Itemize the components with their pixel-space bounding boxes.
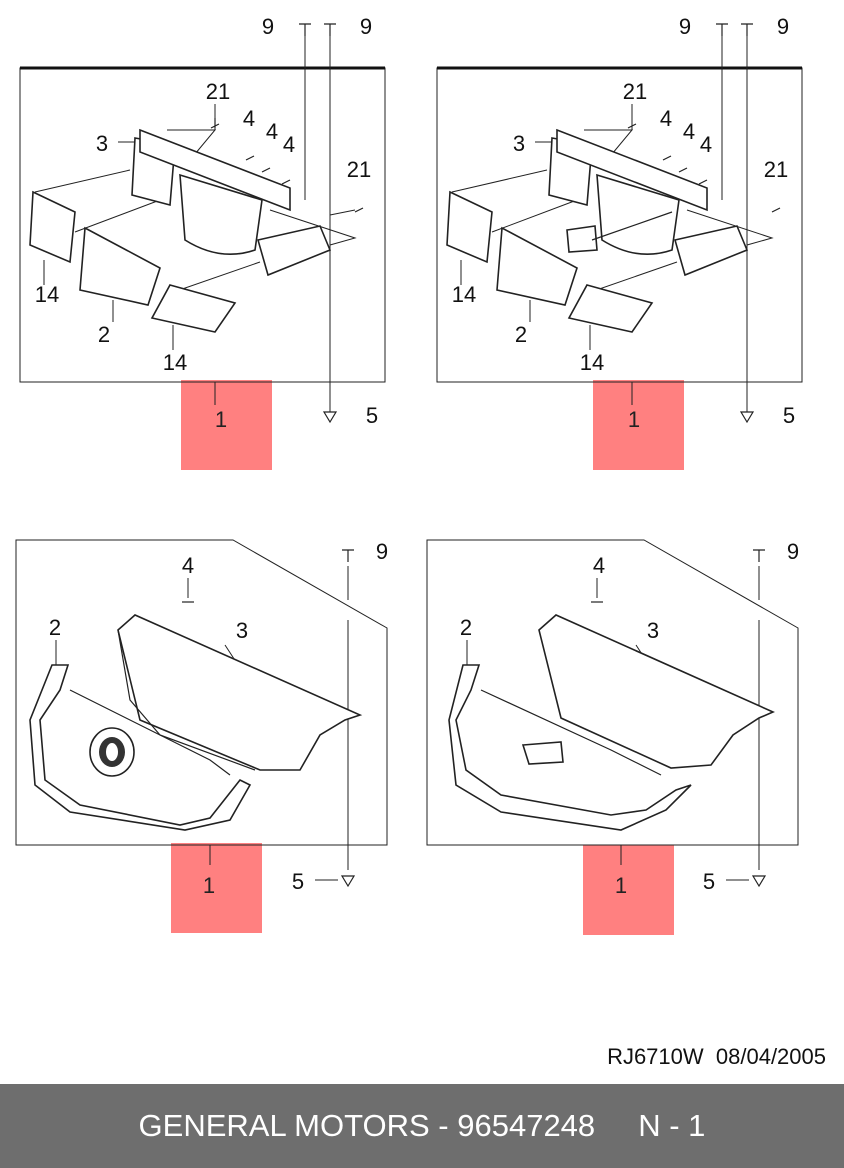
callout-p1-5: 4 — [283, 132, 295, 157]
footer-separator: - — [438, 1108, 449, 1143]
highlight-label-p1: 1 — [215, 407, 227, 432]
callout-p1-7: 21 — [347, 157, 371, 182]
callout-p4-3: 3 — [647, 618, 659, 643]
callout-p2-10: 14 — [580, 350, 604, 375]
callout-p4-0: 9 — [787, 539, 799, 564]
callout-p2-0: 9 — [679, 14, 691, 39]
callout-p1-9: 2 — [98, 322, 110, 347]
drawing-date: 08/04/2005 — [715, 1044, 826, 1069]
highlight-box — [171, 843, 262, 933]
highlight-box — [181, 380, 272, 470]
callout-p1-8: 14 — [35, 282, 59, 307]
highlight-label-p2: 1 — [628, 407, 640, 432]
callout-p2-3: 4 — [660, 106, 672, 131]
callout-p1-0: 9 — [262, 14, 274, 39]
callout-p1-3: 4 — [243, 106, 255, 131]
callout-p1-2: 21 — [206, 79, 230, 104]
drawing-code-and-date: RJ6710W 08/04/2005 — [607, 1044, 826, 1070]
panel-frame — [15, 539, 388, 846]
callout-p3-1: 4 — [182, 553, 194, 578]
panel-1 — [19, 23, 386, 470]
footer-ref: N - 1 — [638, 1108, 706, 1143]
callout-p1-4: 4 — [266, 119, 278, 144]
panel-3 — [15, 539, 388, 933]
highlight-label-p3: 1 — [203, 873, 215, 898]
callout-p2-2: 21 — [623, 79, 647, 104]
callout-p2-8: 14 — [452, 282, 476, 307]
callout-p4-2: 2 — [460, 615, 472, 640]
footer-brand: GENERAL MOTORS — [138, 1108, 430, 1143]
drawing-code: RJ6710W — [607, 1044, 704, 1069]
callout-p4-1: 4 — [593, 553, 605, 578]
callout-p1-10: 14 — [163, 350, 187, 375]
callout-p2-9: 2 — [515, 322, 527, 347]
callout-p2-5: 4 — [700, 132, 712, 157]
panel-4 — [426, 539, 799, 935]
callout-p4-4: 5 — [703, 869, 715, 894]
callout-p1-1: 9 — [360, 14, 372, 39]
footer-bar: GENERAL MOTORS - 96547248 N - 1 — [0, 1084, 844, 1168]
footer-part-number: 96547248 — [457, 1108, 596, 1143]
highlight-box — [583, 845, 674, 935]
callout-p3-4: 5 — [292, 869, 304, 894]
callout-p2-7: 21 — [764, 157, 788, 182]
callout-p2-4: 4 — [683, 119, 695, 144]
callout-p1-6: 3 — [96, 131, 108, 156]
panel-2 — [436, 23, 803, 470]
highlight-label-p4: 1 — [615, 873, 627, 898]
callout-p1-11: 5 — [366, 403, 378, 428]
callout-p3-3: 3 — [236, 618, 248, 643]
callout-p2-1: 9 — [777, 14, 789, 39]
callout-p2-6: 3 — [513, 131, 525, 156]
parts-diagram: 9921444321142145199214443211421451942351… — [15, 14, 803, 935]
callout-p2-11: 5 — [783, 403, 795, 428]
callout-p3-2: 2 — [49, 615, 61, 640]
highlight-box — [593, 380, 684, 470]
callout-p3-0: 9 — [376, 539, 388, 564]
